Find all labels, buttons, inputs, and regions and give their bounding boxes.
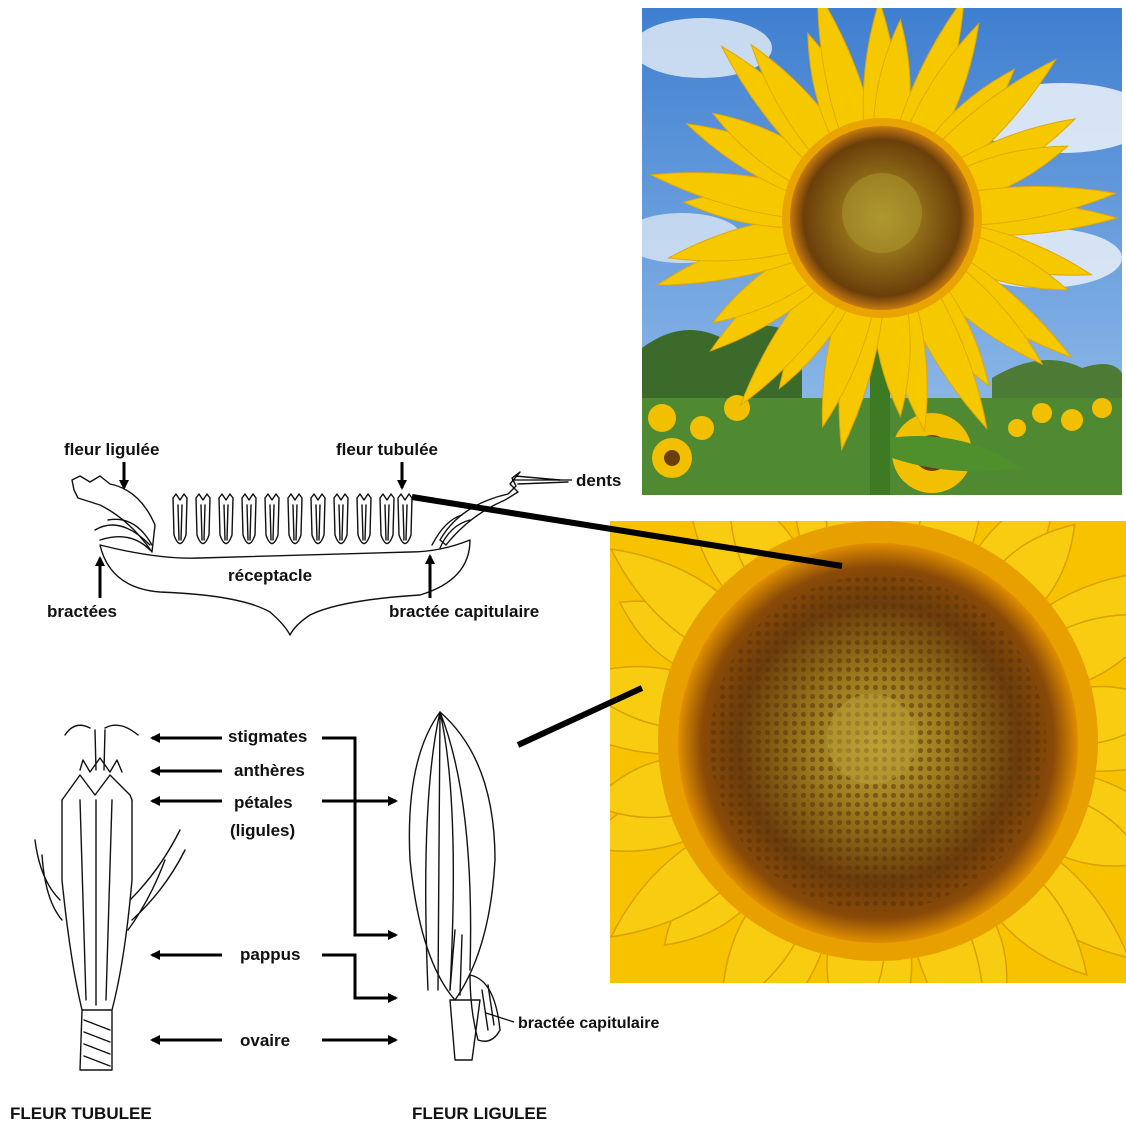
tubular-floret xyxy=(173,494,187,544)
tubular-floret xyxy=(311,494,325,544)
tubular-floret xyxy=(288,494,302,544)
label-fleur-ligulee: fleur ligulée xyxy=(64,441,159,458)
label-stigmates: stigmates xyxy=(228,728,307,745)
label-dents: dents xyxy=(576,472,621,489)
connector-line-top xyxy=(412,497,842,566)
ligulate-flower-drawing xyxy=(409,712,500,1060)
connector-line-bottom xyxy=(518,688,642,745)
label-antheres: anthères xyxy=(234,762,305,779)
tubular-floret xyxy=(219,494,233,544)
caption-fleur-ligulee: FLEUR LIGULEE xyxy=(412,1104,547,1124)
tubular-floret xyxy=(334,494,348,544)
label-ovaire: ovaire xyxy=(240,1032,290,1049)
tubular-floret xyxy=(398,494,412,544)
tubular-floret xyxy=(380,494,394,544)
caption-fleur-tubulee: FLEUR TUBULEE xyxy=(10,1104,152,1124)
tubular-floret xyxy=(357,494,371,544)
label-pappus: pappus xyxy=(240,946,300,963)
label-bractee-capitulaire-top: bractée capitulaire xyxy=(389,603,539,620)
label-fleur-tubulee: fleur tubulée xyxy=(336,441,438,458)
label-petales: pétales xyxy=(234,794,293,811)
arrow-pappus-right xyxy=(322,955,396,998)
left-ray-flower xyxy=(72,476,155,552)
tubular-floret xyxy=(196,494,210,544)
tubular-flower-drawing xyxy=(35,725,185,1070)
label-bractees: bractées xyxy=(47,603,117,620)
label-receptacle: réceptacle xyxy=(228,567,312,584)
tubular-floret xyxy=(265,494,279,544)
arrow-stigmates-right xyxy=(322,738,396,935)
label-ligules: (ligules) xyxy=(230,822,295,839)
tubular-floret xyxy=(242,494,256,544)
bractee-capitulaire-pointer xyxy=(486,1013,514,1022)
tubular-florets-row xyxy=(173,494,412,544)
label-bractee-capitulaire-bottom: bractée capitulaire xyxy=(518,1016,659,1032)
